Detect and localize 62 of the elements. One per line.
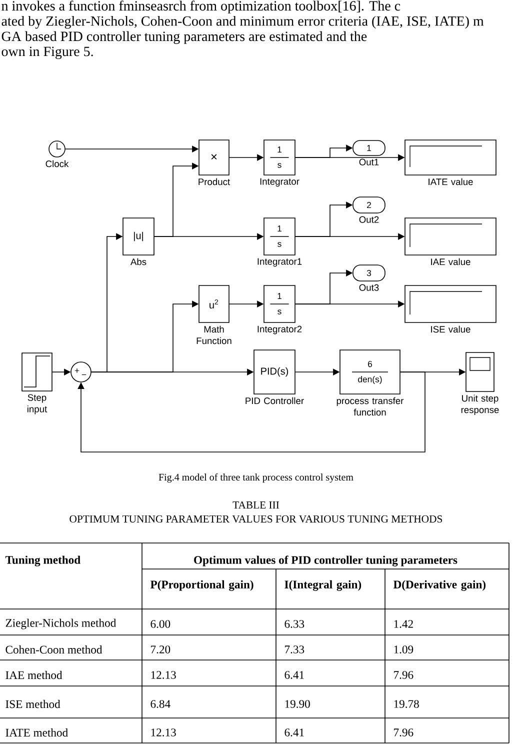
block-label: Math Function (196, 326, 232, 344)
table-cell: 6.41 (284, 671, 304, 679)
outport-block: 1 (352, 140, 386, 156)
table-cell: 6.41 (284, 728, 304, 736)
block-label: IAE value (431, 258, 470, 266)
table-cell: 6.00 (150, 620, 170, 628)
table-cell: Optimum values of PID controller tuning parameters (194, 556, 458, 566)
integrator-block: 1 s (264, 140, 296, 176)
table-cell: I(Integral gain) (284, 580, 362, 591)
body-text-line: GA based PID controller tuning parameters are estimated and the (2, 31, 367, 44)
table-cell: D(Derivative gain) (393, 580, 486, 591)
outport-block: 3 (352, 264, 386, 282)
block-label: ISE value (431, 326, 470, 333)
body-text-line: ated by Ziegler-Nichols, Cohen-Coon and minimum error criteria (IAE, ISE, IATE) m (2, 16, 484, 29)
table-cell: 12.13 (151, 728, 176, 736)
table-cell: 12.13 (151, 671, 176, 679)
block-label: Step input (28, 394, 48, 414)
table-cell: 7.33 (285, 646, 304, 654)
arrow (78, 372, 426, 452)
table-cell: IAE method (6, 670, 62, 680)
sum-block: + − (70, 362, 92, 382)
abs-block: |u| (122, 218, 154, 256)
block-label: Integrator (260, 178, 300, 187)
table-cell: 6.33 (284, 620, 304, 628)
table-cell: 7.96 (394, 728, 414, 736)
outport-block: 2 (352, 196, 386, 214)
block-label: Integrator2 (258, 326, 302, 334)
math-function-block: u$^{2}$ (198, 285, 230, 323)
product-block: × (198, 140, 230, 176)
table-cell: 1.42 (394, 620, 413, 628)
table-cell: ISE method (6, 700, 60, 708)
table-cell: 1.09 (394, 646, 414, 654)
block-label: Clock (46, 160, 69, 168)
table-cell: 19.78 (394, 700, 419, 708)
table-title: TABLE III (232, 501, 280, 509)
pid-block: PID(s) (254, 350, 296, 394)
table-cell: IATE method (6, 728, 68, 737)
table-cell: Cohen-Coon method (6, 645, 102, 654)
block-label: Out3 (359, 284, 379, 291)
block-label: process transfer function (336, 397, 404, 416)
caption: Fig.4 model of three tank process control system (158, 473, 354, 483)
table-cell: 19.90 (285, 700, 310, 708)
block-label: PID Controller (246, 397, 304, 404)
block-label: Out1 (359, 158, 379, 166)
block-label: Product (198, 178, 230, 186)
table-cell: Ziegler-Nichols method (6, 618, 116, 630)
integrator-block: 1 s (264, 285, 296, 323)
body-text-line: own in Figure 5. (2, 46, 93, 60)
table-cell: 6.84 (150, 700, 170, 708)
table-cell: 7.96 (394, 671, 414, 679)
transfer-function-block: 6 den(s) (340, 350, 400, 394)
table-title: OPTIMUM TUNING PARAMETER VALUES FOR VARIOUS TUNING METHODS (70, 515, 442, 523)
block-label: Abs (130, 258, 146, 266)
table-cell: P(Proportional gain) (150, 580, 254, 591)
body-text-line: n invokes a function fminseasrch from optimization toolbox[16]. The c (2, 0, 400, 14)
block-label: IATE value (428, 178, 473, 186)
block-label: Integrator1 (258, 258, 302, 267)
block-label: Unit step response (461, 394, 499, 415)
table-cell: 7.20 (151, 646, 170, 654)
integrator-block: 1 s (264, 218, 296, 256)
block-label: Out2 (359, 216, 379, 223)
table-cell: Tuning method (5, 556, 80, 566)
